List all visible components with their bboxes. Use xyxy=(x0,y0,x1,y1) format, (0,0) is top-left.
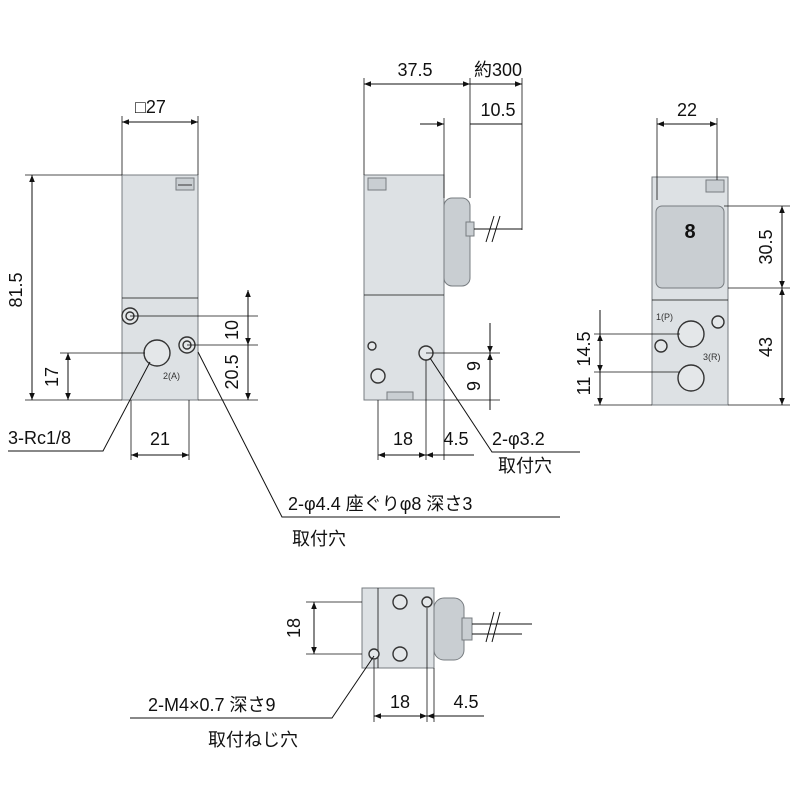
bottom-mount-hole-1 xyxy=(421,596,433,608)
bottom-thread-hole-1 xyxy=(392,594,408,610)
bottom-height-label: 18 xyxy=(284,618,304,638)
side-hole-callout-sub: 取付穴 xyxy=(498,456,552,476)
back-width-label: 22 xyxy=(677,100,697,120)
side-lead-length-label: 約300 xyxy=(474,60,522,80)
bottom-width-label-a: 18 xyxy=(390,692,410,712)
front-port-callout: 3-Rc1/8 xyxy=(8,428,71,448)
side-depth-label: 37.5 xyxy=(397,60,432,80)
front-hole-leader xyxy=(197,351,560,518)
side-lead-offset-label: 10.5 xyxy=(480,100,515,120)
bottom-width-label-b: 4.5 xyxy=(453,692,478,712)
front-hole-height-label: 20.5 xyxy=(222,354,242,389)
side-port-fitting xyxy=(367,341,377,351)
side-width-label-b: 4.5 xyxy=(443,429,468,449)
side-coil-cap xyxy=(443,197,471,287)
bottom-mount-hole-2 xyxy=(368,648,380,660)
back-view: 8 1(P) 3(R) 22 30.5 43 11 14.5 xyxy=(574,100,790,406)
side-valve-body xyxy=(363,174,445,401)
back-port-r-label: 3(R) xyxy=(703,352,721,362)
side-hole-callout: 2-φ3.2 xyxy=(492,429,545,449)
front-hole-callout: 2-φ4.4 座ぐりφ8 深さ3 xyxy=(288,494,472,514)
bottom-coil-cap xyxy=(433,597,465,661)
back-indicator-label: 8 xyxy=(684,221,695,243)
bottom-connector xyxy=(461,617,473,641)
front-port-a xyxy=(143,339,171,367)
back-coil-panel xyxy=(655,205,725,289)
front-view: 2(A) □27 81.5 17 10 20.5 21 3-Rc1/8 xyxy=(6,97,560,549)
front-port-a-label: 2(A) xyxy=(163,371,180,381)
front-height-label: 81.5 xyxy=(6,272,26,307)
side-hole-pitch-label-1: 9 xyxy=(464,361,484,371)
front-hole-pitch-label: 10 xyxy=(222,320,242,340)
back-plug-left xyxy=(654,339,668,353)
bottom-thread-leader xyxy=(130,655,375,719)
front-size-label: □27 xyxy=(135,97,166,117)
back-port-p-label: 1(P) xyxy=(656,312,673,322)
side-hole-leader xyxy=(429,357,580,453)
front-hole-callout-sub: 取付穴 xyxy=(292,529,346,549)
side-base-plate xyxy=(386,391,414,401)
back-port-pitch-label-a: 11 xyxy=(574,377,594,396)
back-port-pitch-label-b: 14.5 xyxy=(574,331,594,366)
back-coil-height-label: 30.5 xyxy=(756,229,776,264)
bottom-thread-callout-sub: 取付ねじ穴 xyxy=(208,730,298,750)
side-manual-button xyxy=(367,177,387,191)
back-manual-button xyxy=(705,179,725,193)
back-base-height-label: 43 xyxy=(756,337,776,357)
front-port-width-label: 21 xyxy=(150,429,170,449)
bottom-thread-hole-2 xyxy=(392,646,408,662)
side-hole-pitch-label-2: 9 xyxy=(464,381,484,391)
side-view: 37.5 約300 10.5 9 9 18 4.5 2-φ3.2 取付穴 xyxy=(363,60,580,476)
front-port-height-label: 17 xyxy=(42,367,62,387)
side-width-label-a: 18 xyxy=(393,429,413,449)
back-port-r xyxy=(677,364,705,392)
front-manual-button xyxy=(175,177,195,191)
side-mounting-hole-lower xyxy=(370,368,386,384)
side-connector xyxy=(465,221,475,237)
bottom-view: 18 18 4.5 2-M4×0.7 深さ9 取付ねじ穴 xyxy=(130,587,532,750)
front-port-leader xyxy=(8,361,151,452)
back-plug-right xyxy=(711,315,725,329)
bottom-thread-callout: 2-M4×0.7 深さ9 xyxy=(148,695,276,715)
back-port-p xyxy=(677,320,705,348)
